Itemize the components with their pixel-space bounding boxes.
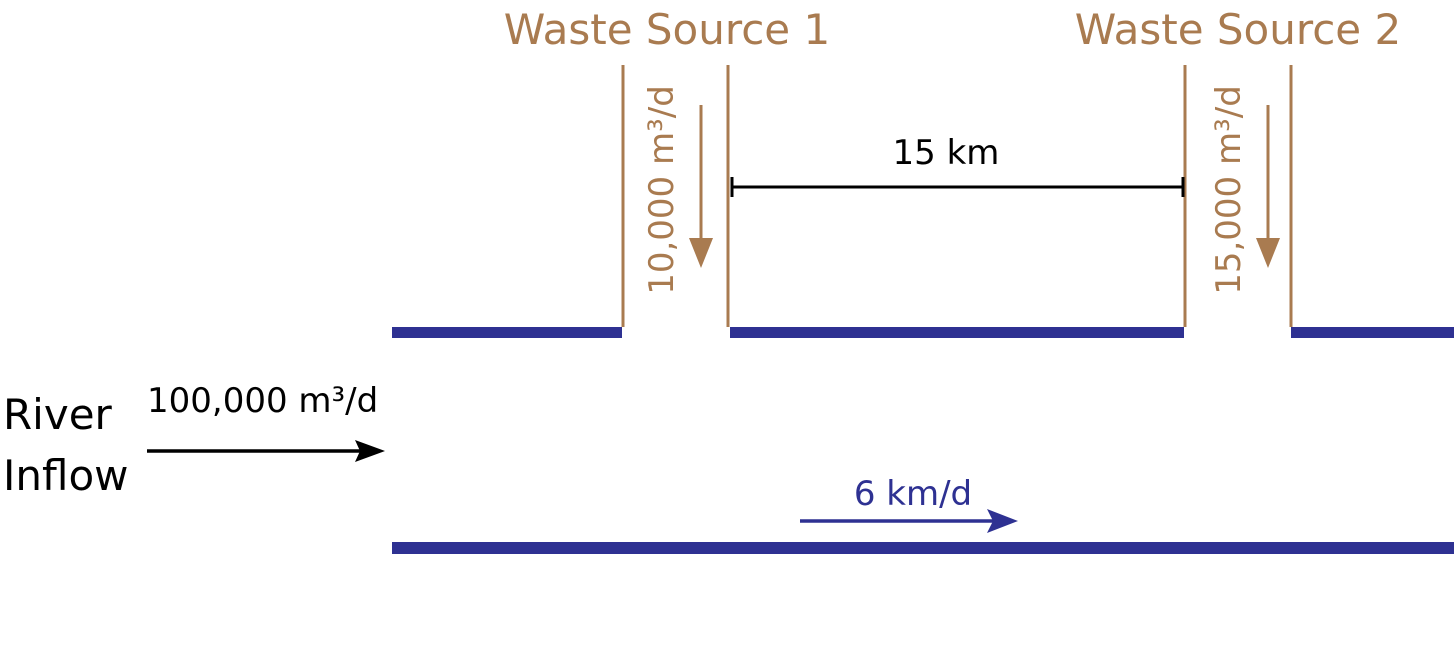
top-bank-segment-3 bbox=[1291, 327, 1454, 338]
waste-source-2-flow: 15,000 m³/d bbox=[1209, 85, 1249, 295]
river-inflow-label-line2: Inflow bbox=[3, 451, 129, 500]
waste-1-arrowhead-icon bbox=[689, 238, 713, 268]
top-bank-segment-2 bbox=[730, 327, 1184, 338]
waste-source-1-title: Waste Source 1 bbox=[504, 5, 830, 54]
river-inflow-flow: 100,000 m³/d bbox=[147, 381, 378, 421]
velocity-label: 6 km/d bbox=[854, 474, 972, 514]
bottom-bank bbox=[392, 542, 1454, 554]
top-bank-segment-1 bbox=[392, 327, 622, 338]
waste-2-arrowhead-icon bbox=[1256, 238, 1280, 268]
waste-source-2-title: Waste Source 2 bbox=[1075, 5, 1401, 54]
distance-label: 15 km bbox=[893, 133, 1000, 173]
inflow-arrowhead-icon bbox=[355, 440, 385, 462]
river-inflow-label-line1: River bbox=[3, 390, 113, 439]
velocity-arrowhead-icon bbox=[987, 509, 1018, 533]
waste-source-1-flow: 10,000 m³/d bbox=[642, 85, 682, 295]
